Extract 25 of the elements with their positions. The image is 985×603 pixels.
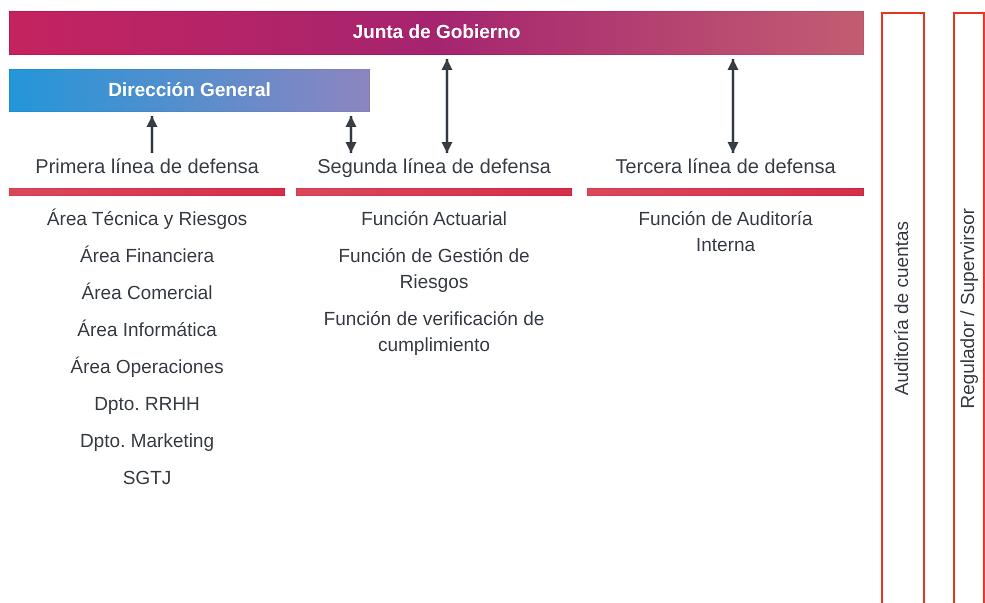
list-item: Área Financiera (80, 244, 214, 270)
list-item: Función de verificación de cumplimiento (319, 307, 549, 359)
list-item: Función de Auditoría Interna (610, 207, 840, 259)
arrow (146, 116, 158, 153)
list-item: SGTJ (122, 466, 172, 492)
vertical-label: Auditoría de cuentas (892, 221, 914, 396)
governance-banner: Junta de Gobierno (9, 11, 864, 55)
list-item: Área Comercial (82, 281, 212, 307)
list-item: Función de Gestión de Riesgos (319, 244, 549, 296)
column-heading: Segunda línea de defensa (316, 155, 552, 179)
list-item: Dpto. RRHH (94, 392, 200, 418)
arrow (442, 59, 452, 153)
arrow (346, 116, 356, 153)
list-item: Función Actuarial (361, 207, 507, 233)
column-heading: Tercera línea de defensa (614, 155, 837, 179)
regulator-panel (953, 12, 985, 603)
list-item: Área Informática (77, 318, 217, 344)
audit-panel (881, 12, 925, 603)
list-item: Área Operaciones (70, 355, 224, 381)
column-heading: Primera línea de defensa (34, 155, 260, 179)
management-banner: Dirección General (9, 69, 370, 112)
list-item: Área Técnica y Riesgos (46, 207, 248, 233)
list-item: Dpto. Marketing (80, 429, 214, 455)
vertical-label: Regulador / Supervirsor (958, 208, 980, 409)
arrow (728, 59, 738, 153)
